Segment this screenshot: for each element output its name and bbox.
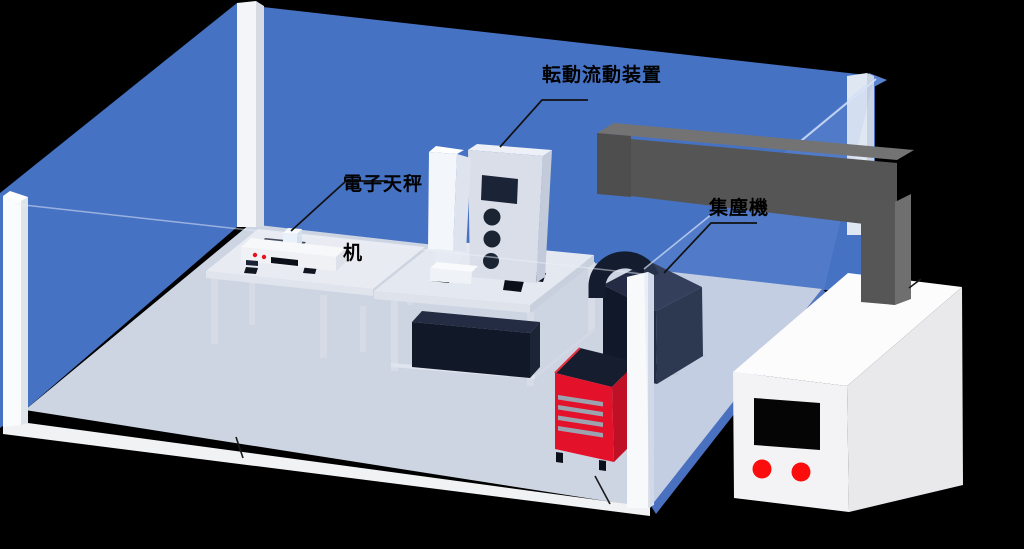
- label-balance-line2: 机: [343, 242, 364, 264]
- bench-leg: [391, 301, 398, 371]
- cabinet-front: [555, 373, 614, 462]
- pillar-cap: [3, 191, 28, 202]
- arm-base-front: [430, 268, 472, 284]
- machine-side: [536, 150, 552, 283]
- bench-rail: [535, 327, 595, 379]
- machine-knob: [483, 208, 501, 226]
- table-leg: [360, 306, 366, 352]
- benchtop-edge-front: [374, 291, 530, 313]
- drawer-handle: [558, 395, 603, 407]
- glass-right-edge: [643, 213, 713, 270]
- label-dust-collector: 集塵機: [709, 197, 770, 219]
- cabinet-top-edge: [554, 347, 581, 374]
- collector-side: [656, 287, 703, 384]
- balance-foot: [244, 267, 258, 274]
- arm-side: [453, 154, 471, 252]
- stray-line: [235, 436, 244, 459]
- machine-knob: [483, 230, 501, 248]
- tumbling-fluidizing-device: [428, 144, 552, 292]
- machine-side: [847, 287, 963, 512]
- glass-front-edge: [14, 203, 644, 275]
- label-balance-line1: 電子天秤: [343, 173, 424, 195]
- table-leg: [249, 281, 255, 325]
- tabletop-edge-front: [206, 271, 373, 296]
- weight-box: [246, 260, 258, 266]
- indicator-dot: [261, 254, 267, 260]
- leader-balance-desk: [290, 180, 388, 232]
- benchtop-edge-right: [530, 255, 594, 313]
- stray-line: [594, 475, 611, 505]
- cabinet-caster: [599, 460, 606, 471]
- arm-base-top: [430, 262, 478, 272]
- pillar-front: [237, 1, 256, 227]
- front-right-pillar: [627, 272, 654, 508]
- cabinet-caster: [556, 452, 563, 463]
- drawer-handle: [558, 415, 603, 427]
- exhaust-duct: [597, 123, 914, 305]
- floor-front-edge: [3, 423, 650, 516]
- balance-base-top: [241, 238, 346, 257]
- table-leg: [320, 295, 327, 358]
- drawer-handle: [558, 426, 603, 438]
- cabinet-top: [555, 348, 637, 387]
- red-button: [752, 459, 772, 479]
- pillar-side: [648, 272, 654, 508]
- electronic-balance: [241, 228, 346, 274]
- machine-top: [468, 144, 552, 156]
- dark-box-side: [530, 322, 540, 378]
- stray-line: [908, 278, 922, 289]
- arm-cap: [429, 146, 464, 154]
- back-left-pillar: [237, 1, 264, 227]
- leader-tumbling-device: [499, 99, 588, 148]
- leader-lines: [290, 99, 757, 274]
- leader-dust-collector: [663, 222, 757, 274]
- machine-screen: [481, 175, 518, 204]
- machine-screen: [754, 398, 820, 450]
- dark-box-front: [412, 322, 530, 378]
- label-electronic-balance-desk: 電子天秤 机: [343, 127, 423, 288]
- duct-vertical: [861, 199, 895, 305]
- glass-right-edge: [789, 78, 877, 151]
- machine-knob: [483, 253, 499, 269]
- machine-foot: [503, 279, 524, 292]
- drawer-handle: [558, 405, 603, 417]
- red-button: [791, 462, 811, 482]
- duct-top: [597, 123, 914, 160]
- label-tumbling-fluidizing-device: 転動流動装置: [542, 64, 663, 86]
- table-leg: [211, 277, 218, 344]
- balance-display: [271, 257, 298, 266]
- back-wall: [245, 5, 875, 290]
- sample-cube-top: [283, 228, 302, 234]
- dark-box-top: [412, 311, 540, 333]
- machine-front: [468, 150, 543, 283]
- duct-left-elbow: [597, 133, 631, 197]
- indicator-dot: [252, 252, 258, 258]
- far-left-pillar: [3, 191, 28, 427]
- pillar-side: [256, 1, 264, 227]
- stray-lines: [235, 278, 922, 505]
- duct-vertical-side: [895, 194, 911, 305]
- pillar-front: [627, 272, 648, 508]
- duct-arm: [631, 139, 897, 228]
- pillar-side: [21, 197, 28, 425]
- balance-base-side: [336, 248, 346, 271]
- arm-front: [428, 152, 457, 251]
- pillar-front: [3, 196, 21, 427]
